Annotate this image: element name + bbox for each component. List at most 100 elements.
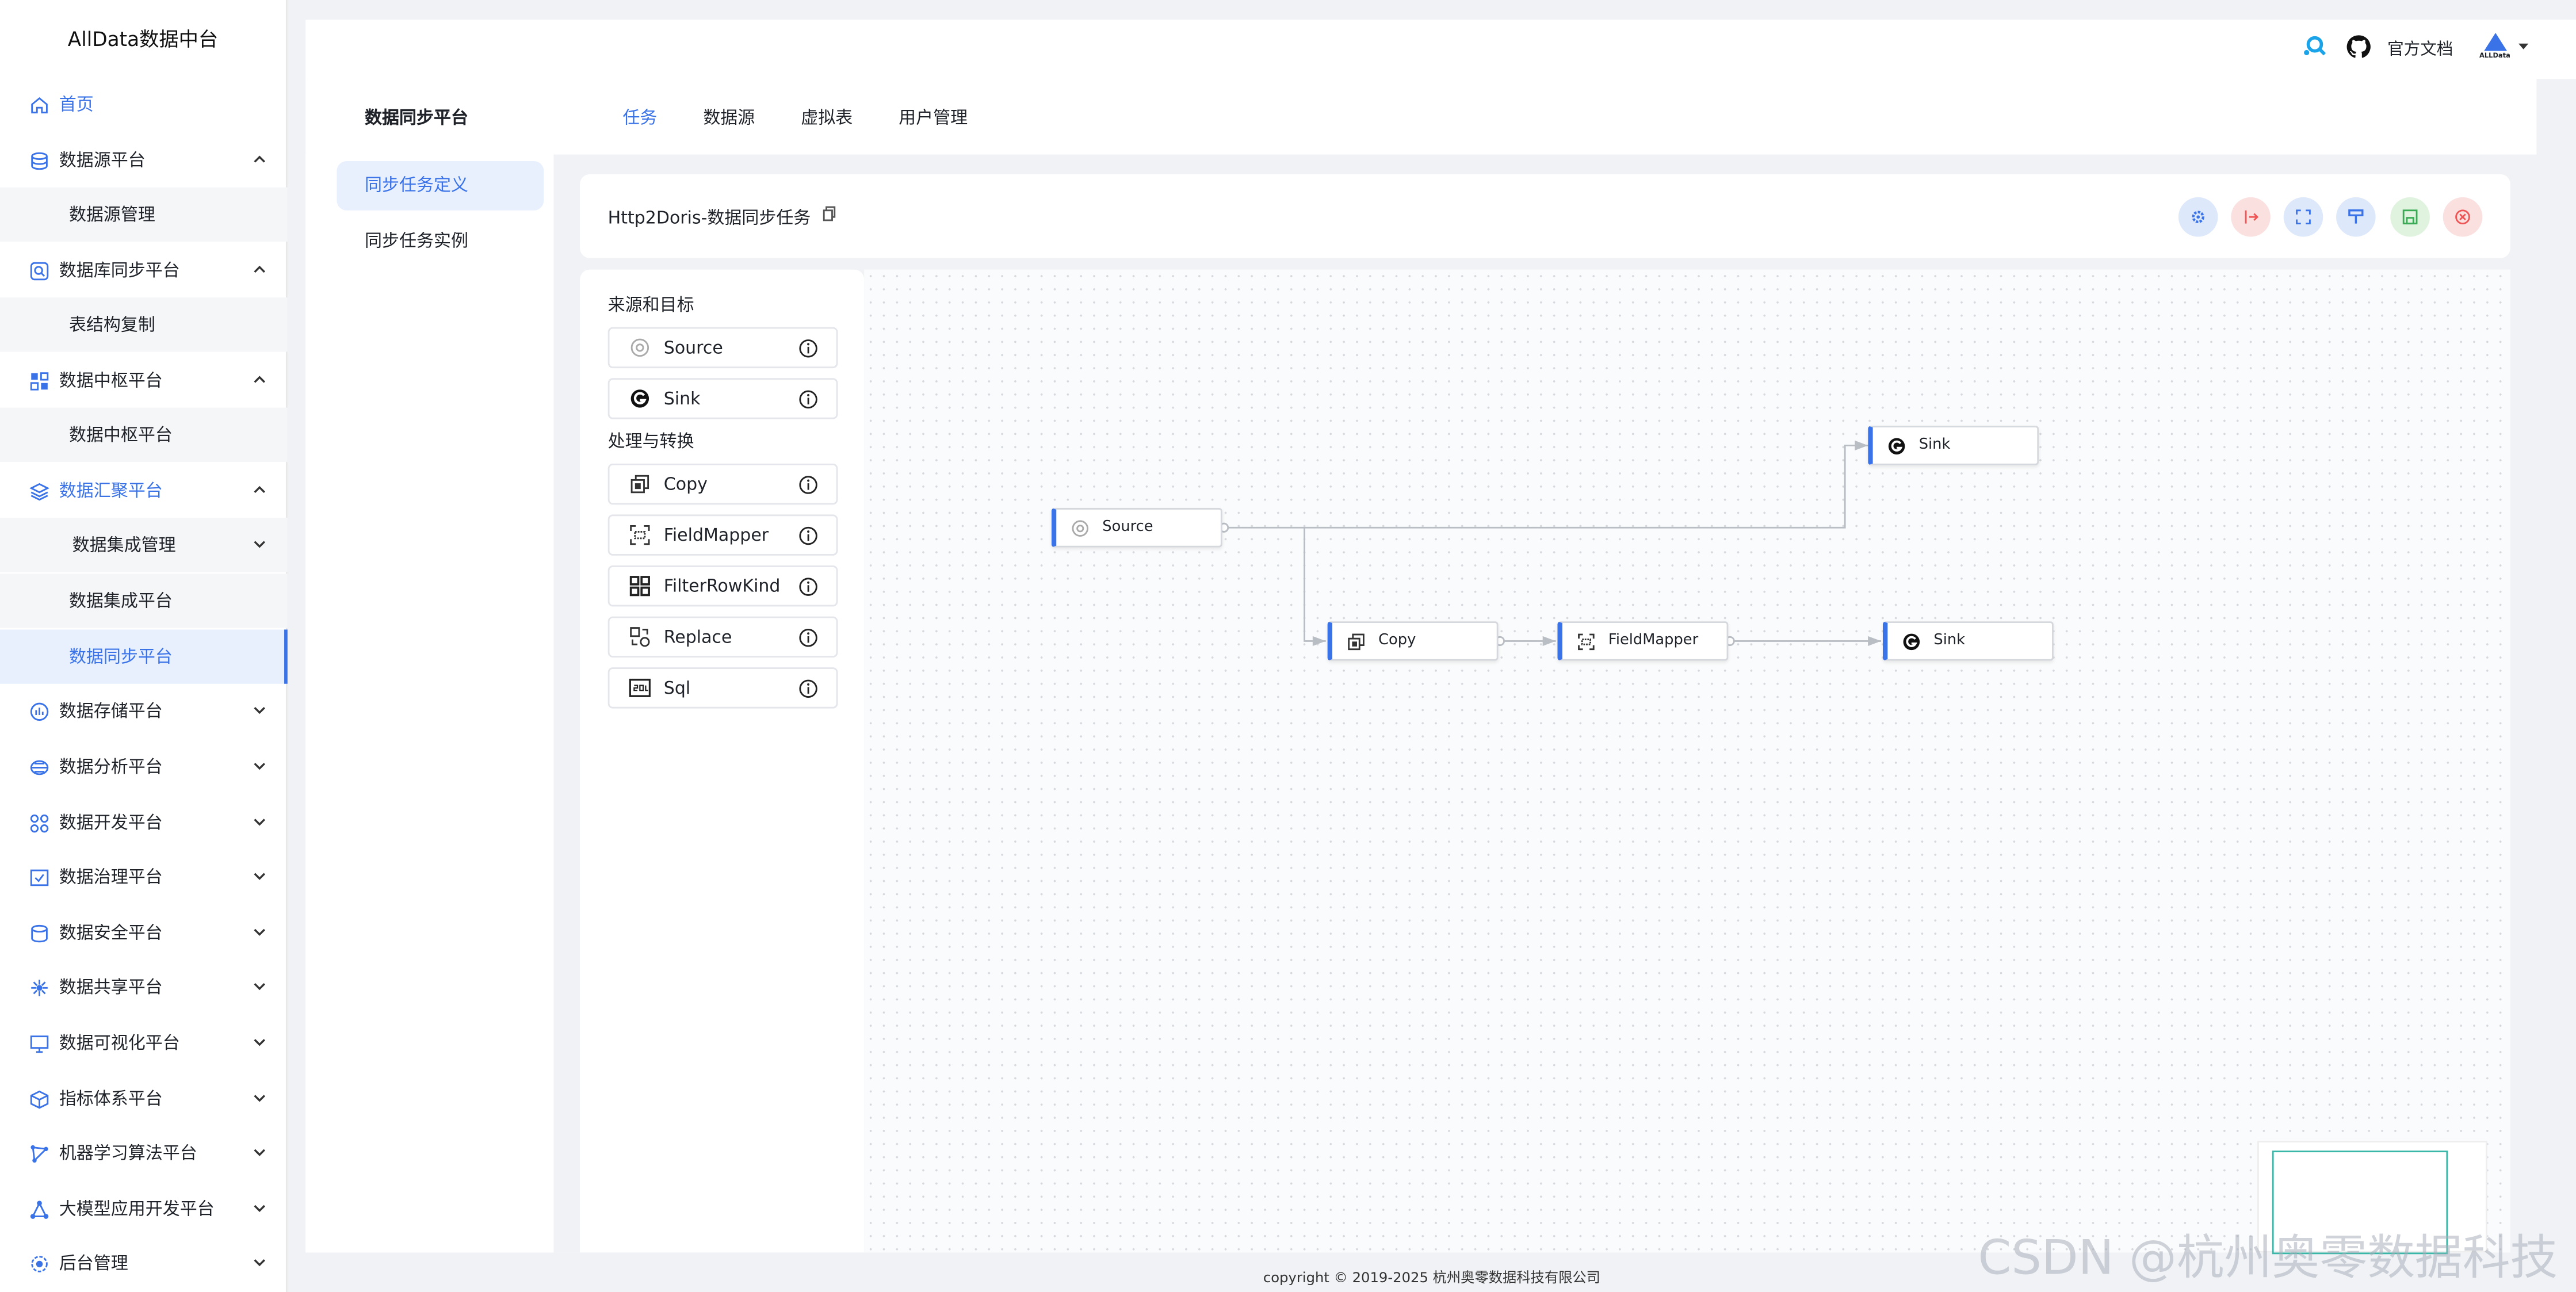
info-icon[interactable] (798, 628, 818, 648)
chevron-down-icon (254, 1039, 266, 1046)
info-icon[interactable] (798, 577, 818, 597)
sidebar-item-label: 数据库同步平台 (59, 261, 180, 281)
home-icon (28, 94, 49, 115)
governance-icon (28, 866, 49, 888)
sidebar-item-ml[interactable]: 机器学习算法平台 (0, 1126, 288, 1180)
analysis-icon (28, 756, 49, 777)
sidebar-item-dev[interactable]: 数据开发平台 (0, 796, 288, 850)
copy-node-icon (1347, 633, 1364, 649)
palette-item-fieldmapper[interactable]: FieldMapper (607, 514, 838, 556)
palette-item-copy[interactable]: Copy (607, 463, 838, 505)
layout-button[interactable] (2231, 197, 2271, 237)
sidebar-item-share[interactable]: 数据共享平台 (0, 960, 288, 1014)
tab-user-manage[interactable]: 用户管理 (899, 108, 968, 128)
sidebar-item-visualization[interactable]: 数据可视化平台 (0, 1016, 288, 1070)
minimap-viewport[interactable] (2272, 1150, 2448, 1255)
info-icon[interactable] (798, 526, 818, 545)
expand-icon (2296, 209, 2311, 225)
palette-item-label: Sql (663, 678, 691, 698)
storage-icon (28, 700, 49, 721)
sidebar-item-table-copy[interactable]: 表结构复制 (0, 297, 288, 352)
info-icon[interactable] (798, 339, 818, 358)
save-button[interactable] (2390, 197, 2430, 237)
close-button[interactable] (2443, 197, 2483, 237)
palette-item-sink[interactable]: Sink (607, 378, 838, 419)
source-icon (1071, 519, 1088, 536)
node-label: Sink (1918, 437, 1951, 454)
sidebar-item-llm[interactable]: 大模型应用开发平台 (0, 1182, 288, 1236)
palette-item-sql[interactable]: Sql (607, 667, 838, 709)
sidebar-item-label: 数据分析平台 (59, 758, 163, 778)
format-button[interactable] (2336, 197, 2376, 237)
palette-item-source[interactable]: Source (607, 327, 838, 369)
cube-icon (28, 1088, 49, 1110)
sink-icon (630, 389, 648, 408)
info-icon[interactable] (798, 389, 818, 409)
tab-virtual-table[interactable]: 虚拟表 (801, 108, 853, 128)
info-icon[interactable] (798, 475, 818, 495)
db-sync-icon (28, 259, 49, 281)
workarea: Http2Doris-数据同步任务 来源和目标 Source (553, 154, 2537, 1255)
palette-group-transform: 处理与转换 (607, 432, 694, 452)
sidebar-item-datasource-platform[interactable]: 数据源平台 (0, 133, 288, 187)
node-fieldmapper[interactable]: FieldMapper (1557, 621, 1729, 661)
info-icon[interactable] (798, 679, 818, 698)
sidebar-item-integration-platform[interactable]: 数据集成平台 (0, 574, 288, 628)
flow-canvas[interactable]: Source Sink Copy FieldMapper Sink (864, 269, 2510, 1255)
chevron-down-icon (254, 1205, 266, 1212)
subnav-task-definition[interactable]: 同步任务定义 (337, 161, 544, 211)
sidebar-item-label: 数据中枢平台 (59, 371, 163, 392)
gear-icon (2192, 211, 2204, 223)
sidebar-item-db-sync[interactable]: 数据库同步平台 (0, 243, 288, 297)
sidebar-item-security[interactable]: 数据安全平台 (0, 905, 288, 960)
sidebar-item-label: 数据同步平台 (68, 647, 173, 668)
palette-item-replace[interactable]: Replace (607, 616, 838, 658)
node-label: Copy (1378, 633, 1416, 649)
chevron-up-icon (254, 155, 266, 163)
docs-link[interactable]: 官方文档 (2387, 40, 2453, 59)
subnav-task-instance[interactable]: 同步任务实例 (365, 231, 468, 252)
sidebar-item-label: 数据源管理 (68, 205, 155, 225)
node-copy[interactable]: Copy (1327, 621, 1499, 661)
dev-icon (28, 812, 49, 834)
sidebar-item-governance[interactable]: 数据治理平台 (0, 850, 288, 904)
sidebar-item-storage[interactable]: 数据存储平台 (0, 684, 288, 738)
sink-icon (1887, 437, 1904, 454)
split-icon (2245, 210, 2259, 224)
node-source[interactable]: Source (1051, 507, 1222, 548)
sidebar-item-metrics[interactable]: 指标体系平台 (0, 1072, 288, 1126)
search-icon[interactable] (2300, 33, 2330, 59)
chevron-down-icon (254, 763, 266, 770)
palette-item-label: Replace (663, 627, 732, 647)
copy-icon[interactable] (821, 205, 838, 222)
sidebar-item-sync-platform[interactable]: 数据同步平台 (0, 629, 288, 684)
monitor-icon (28, 1033, 49, 1054)
replace-icon (629, 627, 649, 647)
palette-group-source-sink: 来源和目标 (607, 296, 694, 316)
sidebar-item-hub[interactable]: 数据中枢平台 (0, 353, 288, 407)
sidebar-item-admin[interactable]: 后台管理 (0, 1236, 288, 1290)
palette-item-filterrowkind[interactable]: FilterRowKind (607, 565, 838, 607)
tab-datasource[interactable]: 数据源 (703, 108, 755, 128)
admin-icon (28, 1252, 49, 1274)
sidebar-item-integration-manage[interactable]: 数据集成管理 (0, 518, 288, 572)
sidebar-item-home[interactable]: 首页 (0, 77, 288, 131)
minimap[interactable] (2257, 1141, 2487, 1255)
sql-icon (628, 678, 650, 697)
source-icon (630, 338, 648, 357)
sidebar-item-aggregation[interactable]: 数据汇聚平台 (0, 464, 288, 518)
settings-button[interactable] (2178, 197, 2218, 237)
sidebar-item-label: 数据汇聚平台 (59, 481, 163, 502)
sidebar-item-datasource-manage[interactable]: 数据源管理 (0, 187, 288, 242)
sidebar-item-hub-sub[interactable]: 数据中枢平台 (0, 407, 288, 462)
node-sink-top[interactable]: Sink (1868, 426, 2039, 465)
node-sink-bottom[interactable]: Sink (1882, 621, 2054, 661)
sidebar-item-analysis[interactable]: 数据分析平台 (0, 740, 288, 794)
sidebar: AllData数据中台 首页 数据源平台 数据源管理 数据库同步平台 表结构复制… (0, 0, 288, 1292)
chevron-down-icon (254, 1259, 266, 1267)
tab-tasks[interactable]: 任务 (622, 108, 658, 128)
subnav: 同步任务定义 同步任务实例 (305, 154, 552, 1253)
github-icon[interactable] (2346, 34, 2371, 59)
fullscreen-button[interactable] (2283, 197, 2323, 237)
user-menu[interactable]: ALLData (2479, 33, 2530, 59)
